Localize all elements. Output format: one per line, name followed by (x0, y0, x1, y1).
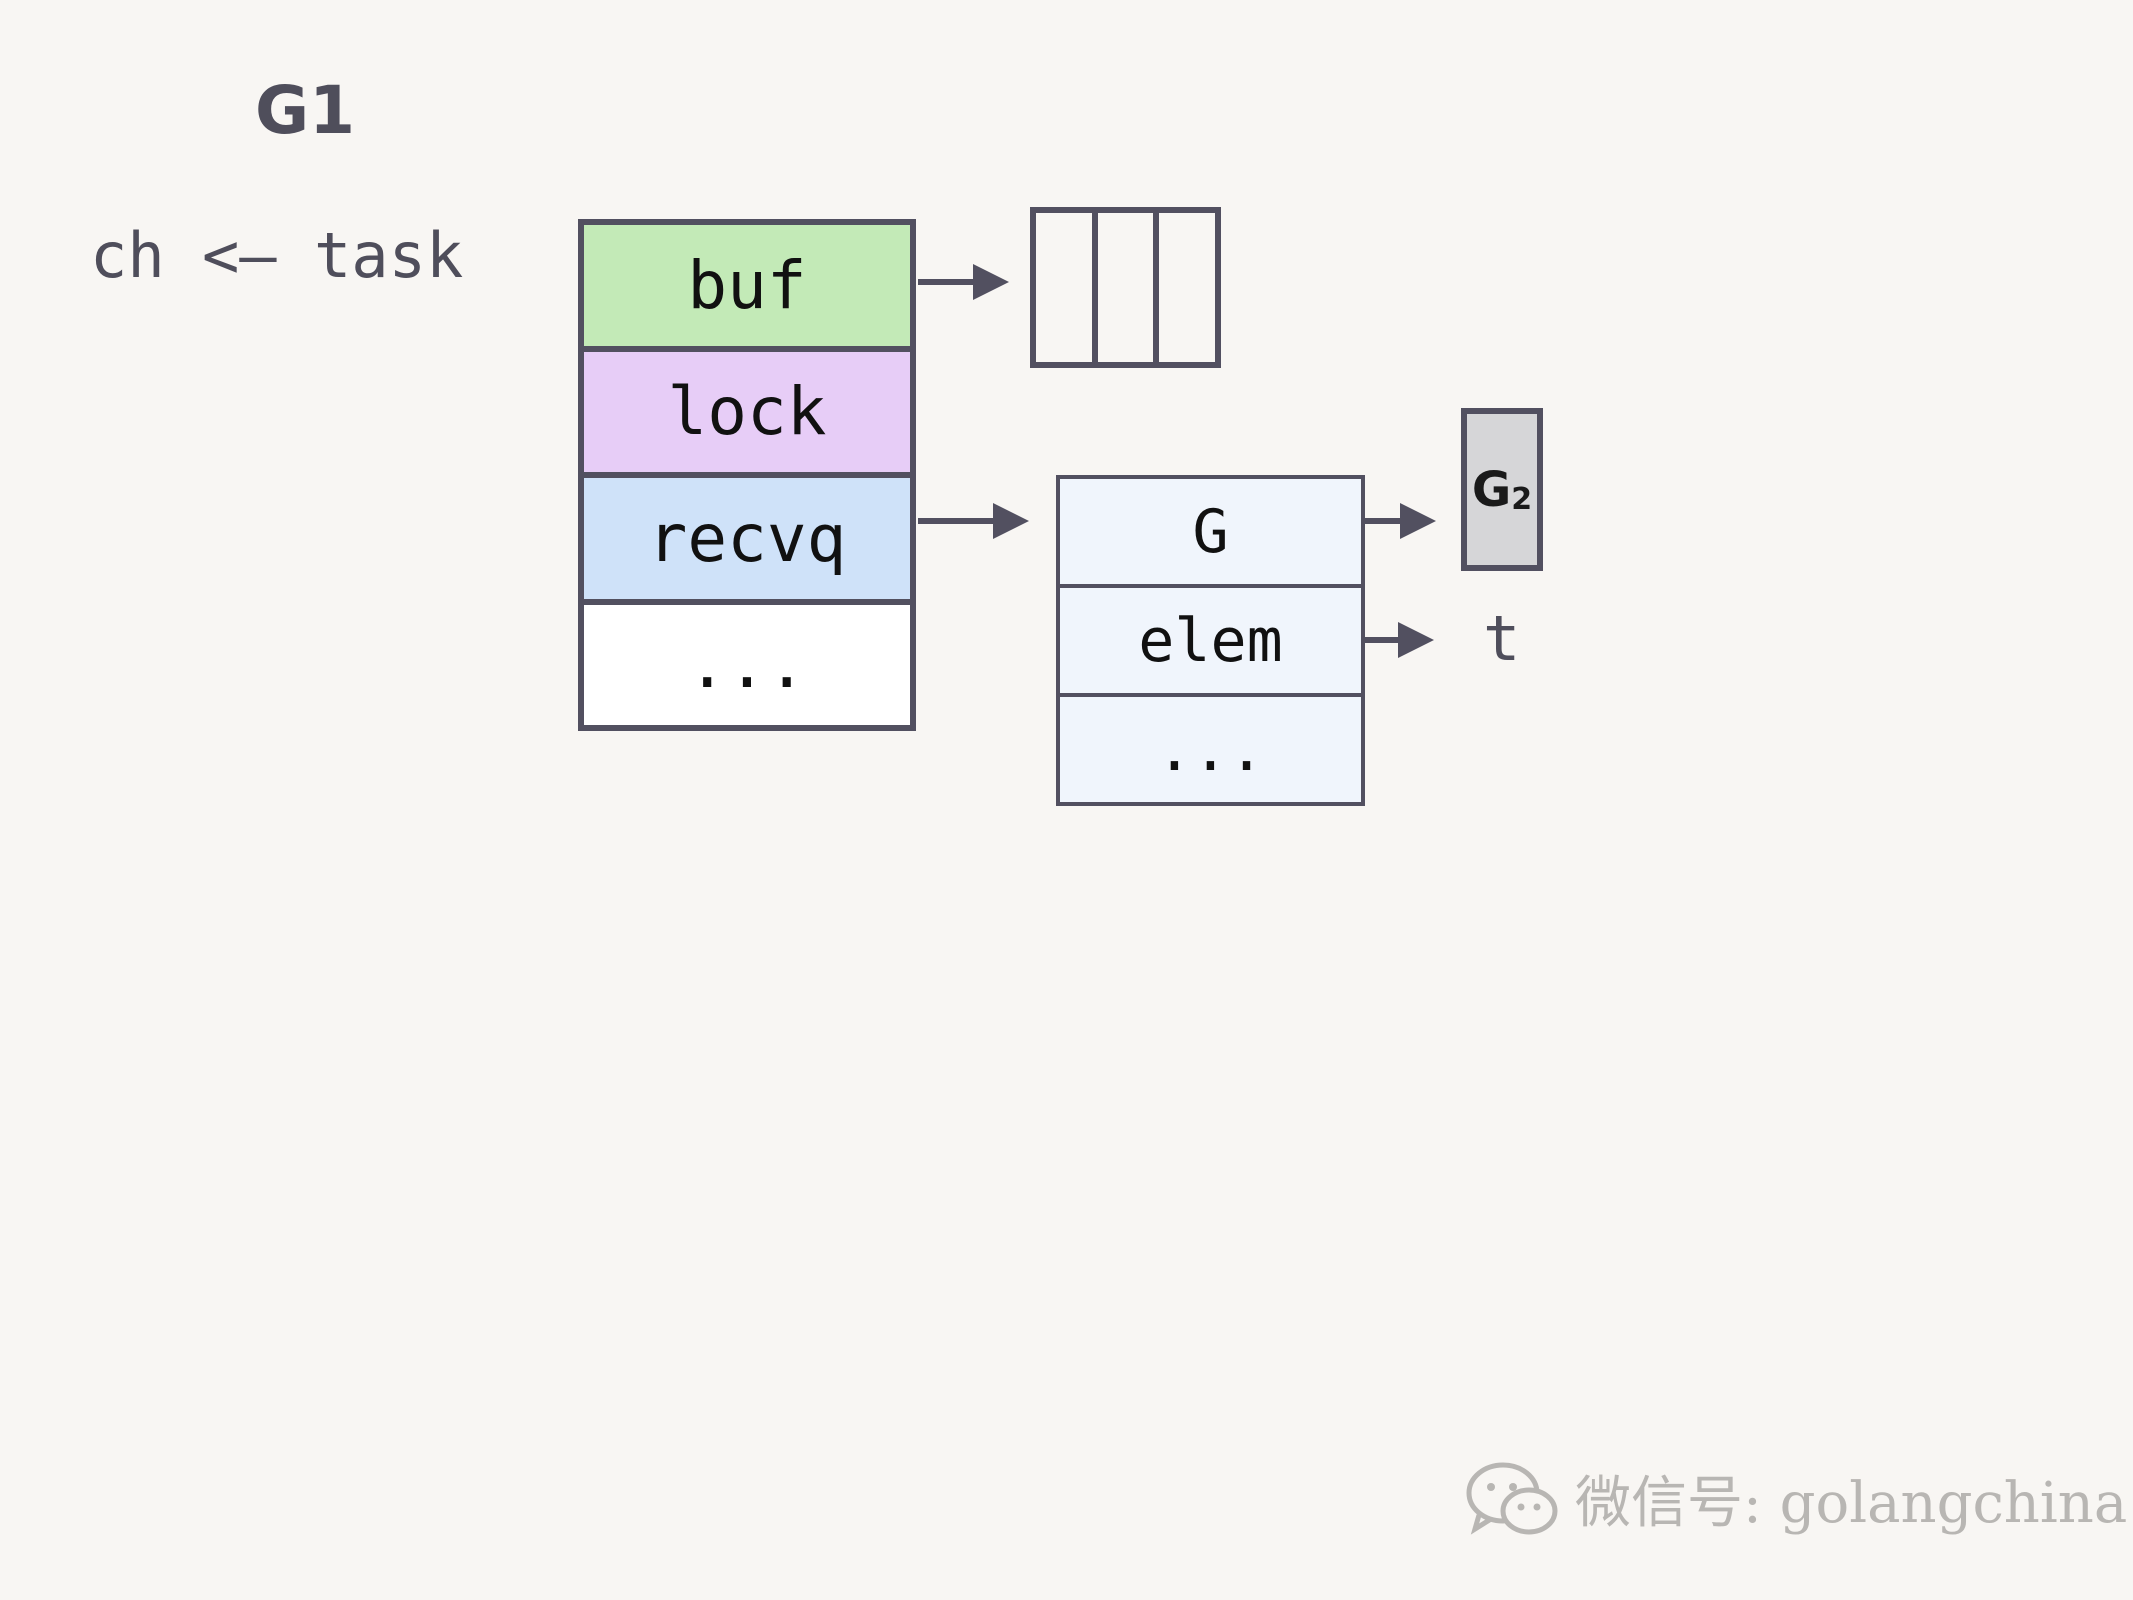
ring-buffer (1030, 207, 1221, 368)
sudog-struct: G elem ... (1056, 475, 1365, 806)
ring-buffer-slot (1091, 213, 1154, 362)
hchan-struct: buf lock recvq ... (578, 219, 916, 731)
sudog-field-ellipsis: ... (1060, 693, 1361, 802)
send-statement: ch <– task (90, 219, 464, 292)
sudog-field-elem: elem (1060, 584, 1361, 693)
hchan-field-lock: lock (584, 345, 910, 472)
watermark: 微信号: golangchina (1465, 1458, 2127, 1539)
waiting-goroutine-name: G (1471, 461, 1512, 518)
wechat-icon (1466, 1462, 1558, 1535)
hchan-field-buf: buf (584, 225, 910, 346)
ring-buffer-slot (1153, 213, 1215, 362)
hchan-field-recvq: recvq (584, 472, 910, 599)
waiting-goroutine-subscript: 2 (1511, 482, 1533, 517)
watermark-text: 微信号: golangchina (1575, 1471, 2128, 1536)
sudog-field-g: G (1192, 496, 1229, 567)
hchan-field-ellipsis: ... (584, 598, 910, 725)
goroutine-title: G1 (255, 72, 356, 149)
elem-target-label: t (1483, 602, 1521, 675)
